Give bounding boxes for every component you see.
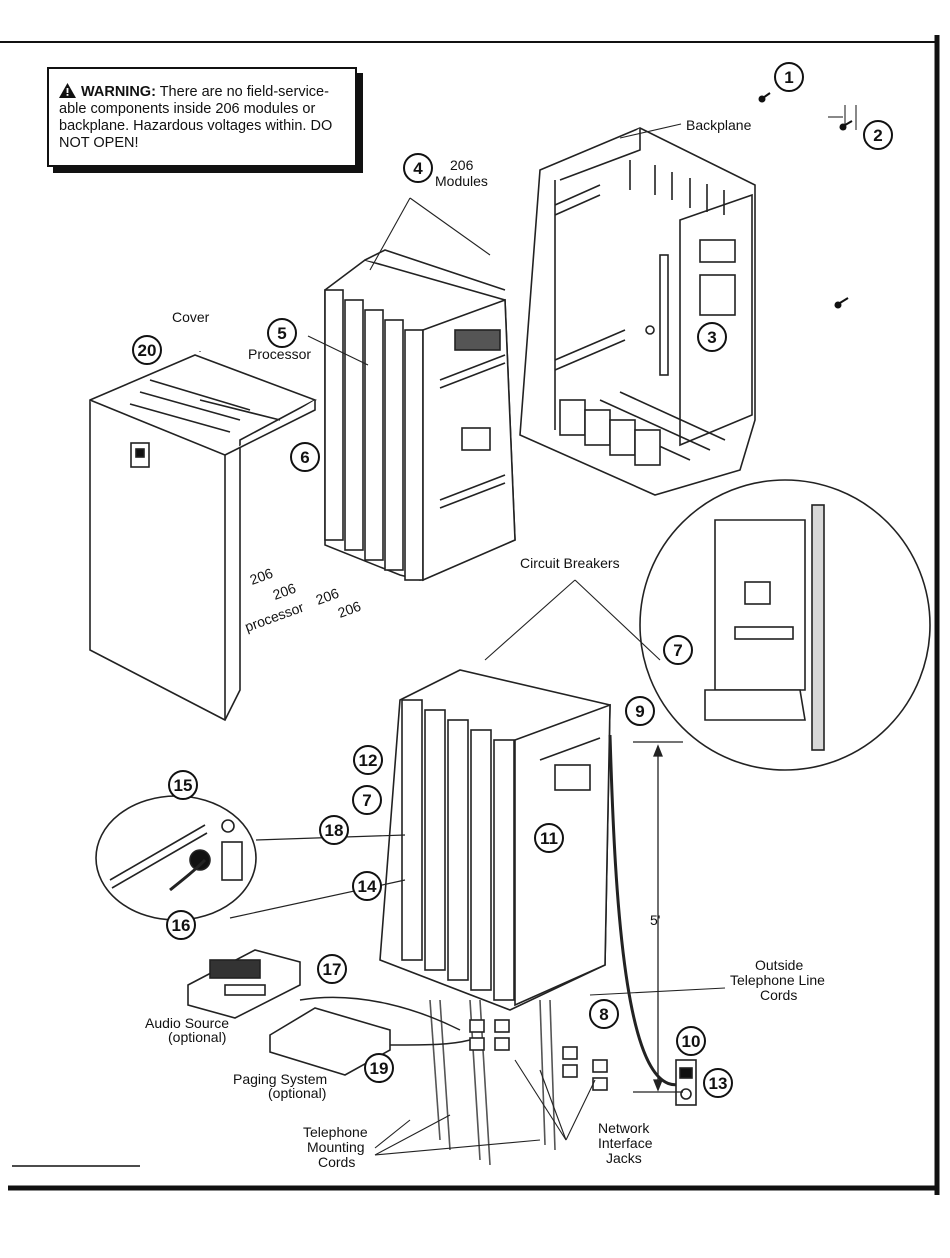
svg-text:17: 17: [323, 960, 342, 979]
slot-label-206-d: 206: [336, 598, 364, 621]
label-backplane: Backplane: [686, 117, 752, 133]
callout-13: 13: [703, 1068, 733, 1098]
warning-heading: WARNING:: [81, 84, 156, 100]
leader-lines: [199, 123, 726, 1156]
callout-10: 10: [676, 1026, 706, 1056]
slot-label-206-b: 206: [271, 580, 299, 603]
label-audio-optional: (optional): [168, 1029, 226, 1045]
modules-drawing: [324, 249, 516, 582]
callout-20: 20: [132, 335, 162, 365]
screw-3: [834, 297, 849, 309]
label-paging-system: Paging System: [233, 1071, 327, 1087]
svg-text:8: 8: [599, 1005, 608, 1024]
svg-text:5: 5: [277, 324, 286, 343]
label-outside-line-2: Telephone Line: [730, 972, 825, 988]
screw-2: [828, 105, 857, 131]
svg-text:13: 13: [709, 1074, 728, 1093]
callout-9: 9: [625, 696, 655, 726]
label-206-modules-line1: 206: [450, 157, 474, 173]
label-processor: Processor: [248, 346, 311, 362]
label-telephone-mounting-1: Telephone: [303, 1124, 368, 1140]
slot-label-206-c: 206: [314, 585, 342, 608]
slot-label-206-a: 206: [248, 565, 276, 588]
svg-text:7: 7: [362, 791, 371, 810]
callout-19: 19: [364, 1053, 394, 1083]
svg-text:9: 9: [635, 702, 644, 721]
svg-text:14: 14: [358, 877, 377, 896]
label-telephone-mounting-2: Mounting: [307, 1139, 365, 1155]
callout-12: 12: [353, 745, 383, 775]
distance-marker: [633, 741, 683, 1093]
detail-zoom-drawing: [95, 795, 257, 921]
svg-text:15: 15: [174, 776, 193, 795]
label-network-interface-2: Interface: [598, 1135, 653, 1151]
svg-text:7: 7: [673, 641, 682, 660]
svg-text:18: 18: [325, 821, 344, 840]
label-circuit-breakers: Circuit Breakers: [520, 555, 620, 571]
slot-label-processor: processor: [243, 599, 307, 635]
label-network-interface-1: Network: [598, 1120, 650, 1136]
callout-7-unit: 7: [352, 785, 382, 815]
callout-18: 18: [319, 815, 349, 845]
label-audio-source: Audio Source: [145, 1015, 229, 1031]
svg-text:3: 3: [707, 328, 716, 347]
svg-text:19: 19: [370, 1059, 389, 1078]
wall-jack-drawing: [675, 1059, 697, 1106]
warning-body: There are no field-service-able componen…: [59, 84, 333, 151]
callout-2: 2: [863, 120, 893, 150]
line-cord: [608, 734, 691, 1087]
label-outside-line-3: Cords: [760, 987, 797, 1003]
svg-text:2: 2: [873, 126, 882, 145]
callout-1: 1: [774, 62, 804, 92]
svg-text:12: 12: [359, 751, 378, 770]
label-paging-optional: (optional): [268, 1085, 326, 1101]
svg-text:4: 4: [413, 159, 423, 178]
label-telephone-mounting-3: Cords: [318, 1154, 355, 1170]
svg-text:11: 11: [540, 829, 558, 848]
audio-cord: [299, 996, 461, 1031]
warning-box: WARNING: There are no field-service-able…: [47, 67, 357, 167]
callout-16: 16: [166, 910, 196, 940]
callout-5: 5: [267, 318, 297, 348]
callout-7-detail: 7: [663, 635, 693, 665]
label-206-modules-line2: Modules: [435, 173, 488, 189]
callout-8: 8: [589, 999, 619, 1029]
backplane-drawing: [519, 127, 756, 496]
detail-circle-drawing: [639, 479, 931, 771]
svg-text:20: 20: [138, 341, 157, 360]
svg-text:10: 10: [682, 1032, 701, 1051]
paging-system-drawing: [269, 1007, 391, 1076]
callout-15: 15: [168, 770, 198, 800]
screw-1: [758, 92, 771, 103]
callout-11: 11: [534, 823, 564, 853]
label-distance: 5': [650, 912, 660, 928]
callout-17: 17: [317, 954, 347, 984]
warning-triangle-icon: [59, 83, 76, 98]
label-network-interface-3: Jacks: [606, 1150, 642, 1166]
svg-text:6: 6: [300, 448, 309, 467]
callout-6: 6: [290, 442, 320, 472]
cover-drawing: [89, 354, 317, 722]
paging-cord: [389, 1039, 471, 1046]
callout-14: 14: [352, 871, 382, 901]
label-cover: Cover: [172, 309, 210, 325]
svg-text:1: 1: [784, 68, 793, 87]
assembled-unit-drawing: [379, 669, 611, 1166]
svg-text:16: 16: [172, 916, 191, 935]
callout-3: 3: [697, 322, 727, 352]
label-outside-line-1: Outside: [755, 957, 803, 973]
audio-source-drawing: [187, 949, 301, 1019]
callout-4: 4: [403, 153, 433, 183]
